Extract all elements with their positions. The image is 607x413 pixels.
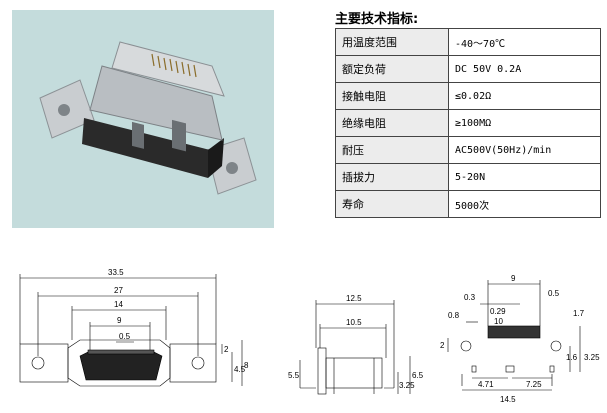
dim-side-105: 10.5 [346, 318, 362, 327]
spec-label: 插拔力 [335, 163, 449, 191]
dim-front-h8: 8 [244, 361, 249, 370]
spec-row: 额定负荷 DC 50V 0.2A [335, 55, 601, 83]
spec-row: 插拔力 5-20N [335, 163, 601, 191]
dim-pcb-325: 3.25 [584, 353, 600, 362]
dim-front-overall: 33.5 [108, 268, 124, 277]
spec-value: 5000次 [448, 190, 601, 218]
spec-value: ≤0.02Ω [448, 82, 601, 110]
pcb-view [447, 280, 581, 391]
spec-value: DC 50V 0.2A [448, 55, 601, 83]
dim-pcb-145: 14.5 [500, 395, 516, 404]
spec-label: 绝缘电阻 [335, 109, 449, 137]
spec-row: 用温度范围 -40～70℃ [335, 28, 601, 56]
spec-value: AC500V(50Hz)/min [448, 136, 601, 164]
front-view [19, 274, 243, 387]
dim-front-h2: 2 [224, 345, 229, 354]
dim-front-top: 14 [114, 300, 123, 309]
spec-value: 5-20N [448, 163, 601, 191]
dim-pcb-725: 7.25 [526, 380, 542, 389]
dim-pcb-17: 1.7 [573, 309, 585, 318]
dim-side-55: 5.5 [288, 371, 300, 380]
dim-side-65: 6.5 [412, 371, 424, 380]
spec-label: 寿命 [335, 190, 449, 218]
spec-value: ≥100MΩ [448, 109, 601, 137]
spec-row: 耐压 AC500V(50Hz)/min [335, 136, 601, 164]
dim-pcb-9: 9 [511, 274, 516, 283]
spec-row: 接触电阻 ≤0.02Ω [335, 82, 601, 110]
dim-front-9: 9 [117, 316, 122, 325]
dim-pcb-05: 0.5 [548, 289, 560, 298]
dim-front-body: 27 [114, 286, 123, 295]
spec-value: -40～70℃ [448, 28, 601, 56]
spec-title: 主要技术指标: [335, 12, 419, 27]
dim-pcb-h2: 2 [440, 341, 445, 350]
side-view [299, 300, 411, 395]
dim-side-325: 3.25 [399, 381, 415, 390]
dim-pcb-471: 4.71 [478, 380, 494, 389]
dim-front-05: 0.5 [119, 332, 131, 341]
dim-front-h45: 4.5 [234, 365, 246, 374]
technical-drawings: 33.5 27 14 9 0.5 2 4.5 8 12.5 10.5 5.5 3… [19, 268, 600, 404]
spec-table: 用温度范围 -40～70℃ 额定负荷 DC 50V 0.2A 接触电阻 ≤0.0… [335, 28, 601, 218]
spec-label: 额定负荷 [335, 55, 449, 83]
spec-label: 用温度范围 [335, 28, 449, 56]
dim-pcb-03: 0.3 [464, 293, 476, 302]
spec-label: 接触电阻 [335, 82, 449, 110]
product-photo [12, 10, 274, 228]
dim-pcb-029: 0.29 [490, 307, 506, 316]
dim-side-125: 12.5 [346, 294, 362, 303]
dim-pcb-10: 10 [494, 317, 503, 326]
spec-label: 耐压 [335, 136, 449, 164]
dim-pcb-16: 1.6 [566, 353, 578, 362]
spec-row: 寿命 5000次 [335, 190, 601, 218]
spec-row: 绝缘电阻 ≥100MΩ [335, 109, 601, 137]
dim-pcb-08: 0.8 [448, 311, 460, 320]
